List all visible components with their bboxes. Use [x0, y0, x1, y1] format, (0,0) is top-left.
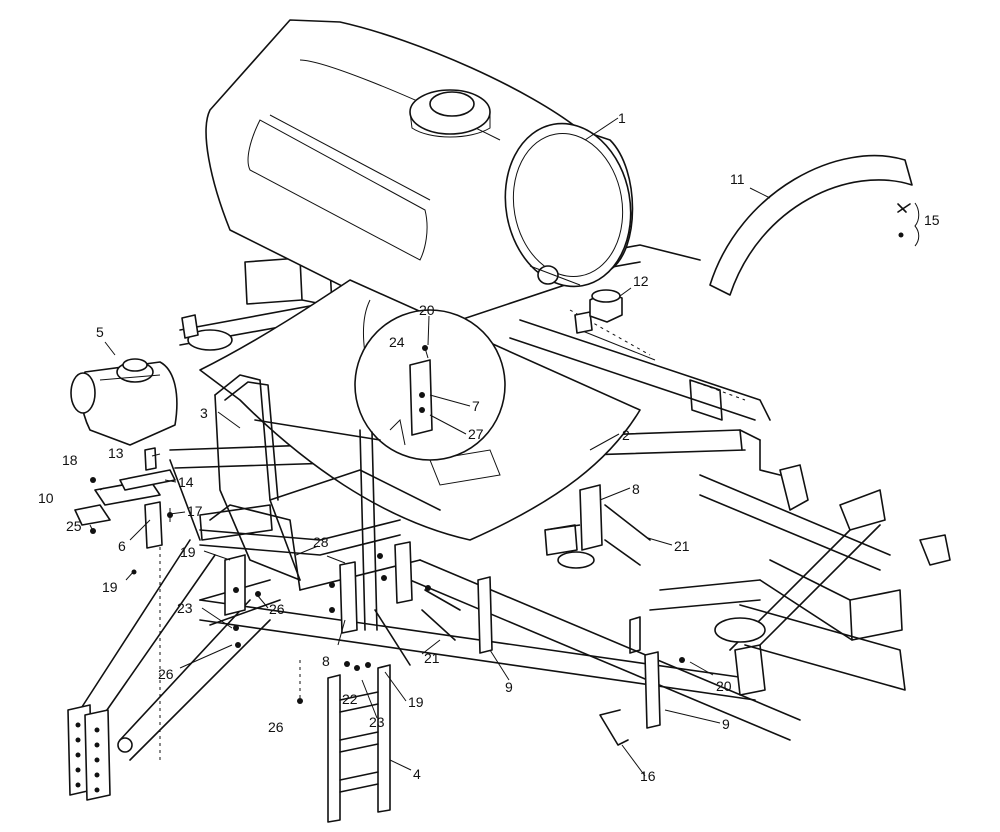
callout-25: 25: [66, 518, 82, 534]
callout-17: 17: [187, 503, 203, 519]
callout-19b: 19: [102, 579, 118, 595]
saddle-plate: [199, 279, 641, 541]
callout-22: 22: [342, 691, 358, 707]
callout-7: 7: [472, 398, 480, 414]
callout-8b: 8: [322, 653, 330, 669]
callout-20b: 20: [716, 678, 732, 694]
fender-hardware: [897, 202, 920, 247]
callout-10: 10: [38, 490, 54, 506]
callout-14: 14: [178, 474, 194, 490]
callout-27: 27: [468, 426, 484, 442]
callout-24: 24: [389, 334, 405, 350]
callout-18: 18: [62, 452, 78, 468]
callout-2: 2: [622, 427, 630, 443]
callout-19a: 19: [180, 544, 196, 560]
callout-21a: 21: [674, 538, 690, 554]
callout-9b: 9: [722, 716, 730, 732]
callout-26c: 26: [268, 719, 284, 735]
callout-16: 16: [640, 768, 656, 784]
callout-1: 1: [618, 110, 626, 126]
callout-8a: 8: [632, 481, 640, 497]
fender: [709, 155, 913, 296]
callout-4: 4: [413, 766, 421, 782]
step-platform: [199, 374, 441, 631]
callout-21b: 21: [424, 650, 440, 666]
callout-13: 13: [108, 445, 124, 461]
callout-26b: 26: [158, 666, 174, 682]
tank: [205, 19, 634, 331]
callout-26a: 26: [269, 601, 285, 617]
callout-12: 12: [633, 273, 649, 289]
small-tank: [70, 358, 178, 446]
callout-3: 3: [200, 405, 208, 421]
mount-brackets: [233, 289, 685, 746]
tank-bracket: [74, 447, 176, 575]
callout-5: 5: [96, 324, 104, 340]
leader-lines: [89, 117, 771, 777]
callout-6: 6: [118, 538, 126, 554]
ladder: [327, 664, 391, 823]
trailer-frame: [67, 244, 951, 801]
callout-labels: 1 2 3 4 5 6 7 8 8 9 9 10 11 12 13 14 15 …: [38, 110, 940, 784]
callout-19c: 19: [408, 694, 424, 710]
callout-28: 28: [313, 534, 329, 550]
callout-11: 11: [730, 171, 745, 187]
callout-23a: 23: [177, 600, 193, 616]
callout-15: 15: [924, 212, 940, 228]
callout-9a: 9: [505, 679, 513, 695]
callout-20a: 20: [419, 302, 435, 318]
callout-23b: 23: [369, 714, 385, 730]
